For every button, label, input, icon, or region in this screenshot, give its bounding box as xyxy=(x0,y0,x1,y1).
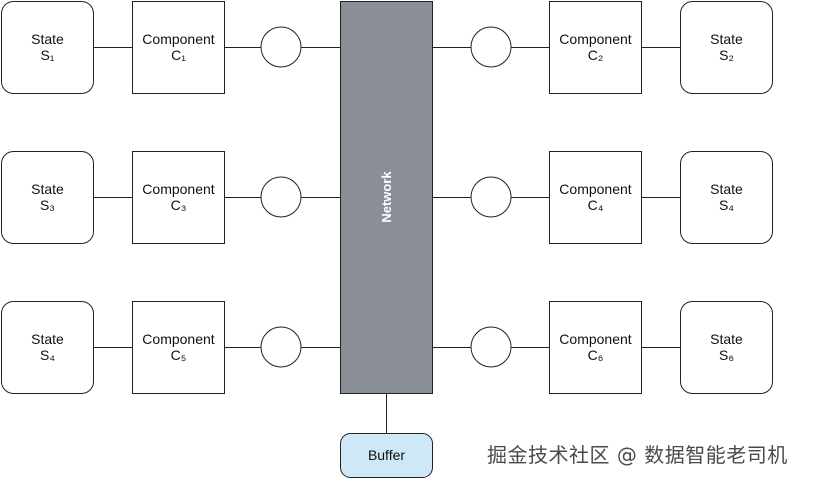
state-box-shape xyxy=(1,1,94,94)
port-circle xyxy=(470,326,512,368)
network-label: Network xyxy=(379,171,394,223)
component-box-label-line: C₅ xyxy=(171,347,187,363)
state-box-label-line: State xyxy=(710,181,743,197)
state-box-label-line: S₁ xyxy=(40,47,54,63)
component-box-label-line: Component xyxy=(142,181,214,197)
state-box-label-line: State xyxy=(31,31,64,47)
connectors xyxy=(93,47,681,434)
watermark-text: 掘金技术社区 @ 数据智能老司机 xyxy=(487,443,788,467)
state-box-label-line: S₃ xyxy=(40,197,55,213)
state-box-label-line: S₂ xyxy=(719,47,734,63)
component-box-shape xyxy=(132,1,225,94)
component-box-label-line: C₃ xyxy=(171,197,187,213)
buffer-shape xyxy=(340,433,433,478)
component-box-label-line: Component xyxy=(559,181,631,197)
state-box-shape xyxy=(680,1,773,94)
state-box-label-line: S₄ xyxy=(719,197,734,213)
component-box-shape xyxy=(132,151,225,244)
buffer-label: Buffer xyxy=(368,447,405,463)
port-circle xyxy=(260,326,302,368)
state-box-label-line: State xyxy=(31,181,64,197)
component-box-label-line: C₆ xyxy=(588,347,604,363)
component-box-label-line: Component xyxy=(142,31,214,47)
component-box-label-line: Component xyxy=(142,331,214,347)
state-box-shape xyxy=(680,301,773,394)
state-box-label-line: State xyxy=(31,331,64,347)
component-box-label-line: C₄ xyxy=(588,197,604,213)
port-circle xyxy=(470,26,512,68)
component-box-shape xyxy=(549,151,642,244)
state-box-label-line: State xyxy=(710,31,743,47)
state-box-label-line: S₆ xyxy=(719,347,734,363)
component-box-label-line: C₂ xyxy=(588,47,604,63)
state-box-shape xyxy=(1,301,94,394)
port-circle xyxy=(260,176,302,218)
state-box-shape xyxy=(1,151,94,244)
component-box-shape xyxy=(549,301,642,394)
port-circle xyxy=(260,26,302,68)
component-box-shape xyxy=(549,1,642,94)
network-bar xyxy=(340,1,433,394)
port-circle xyxy=(470,176,512,218)
component-box-shape xyxy=(132,301,225,394)
component-box-label-line: Component xyxy=(559,331,631,347)
state-box-label-line: S₄ xyxy=(40,347,55,363)
state-box-shape xyxy=(680,151,773,244)
state-box-label-line: State xyxy=(710,331,743,347)
component-box-label-line: Component xyxy=(559,31,631,47)
buffer-node: Buffer xyxy=(340,433,433,478)
component-box-label-line: C₁ xyxy=(171,47,186,63)
